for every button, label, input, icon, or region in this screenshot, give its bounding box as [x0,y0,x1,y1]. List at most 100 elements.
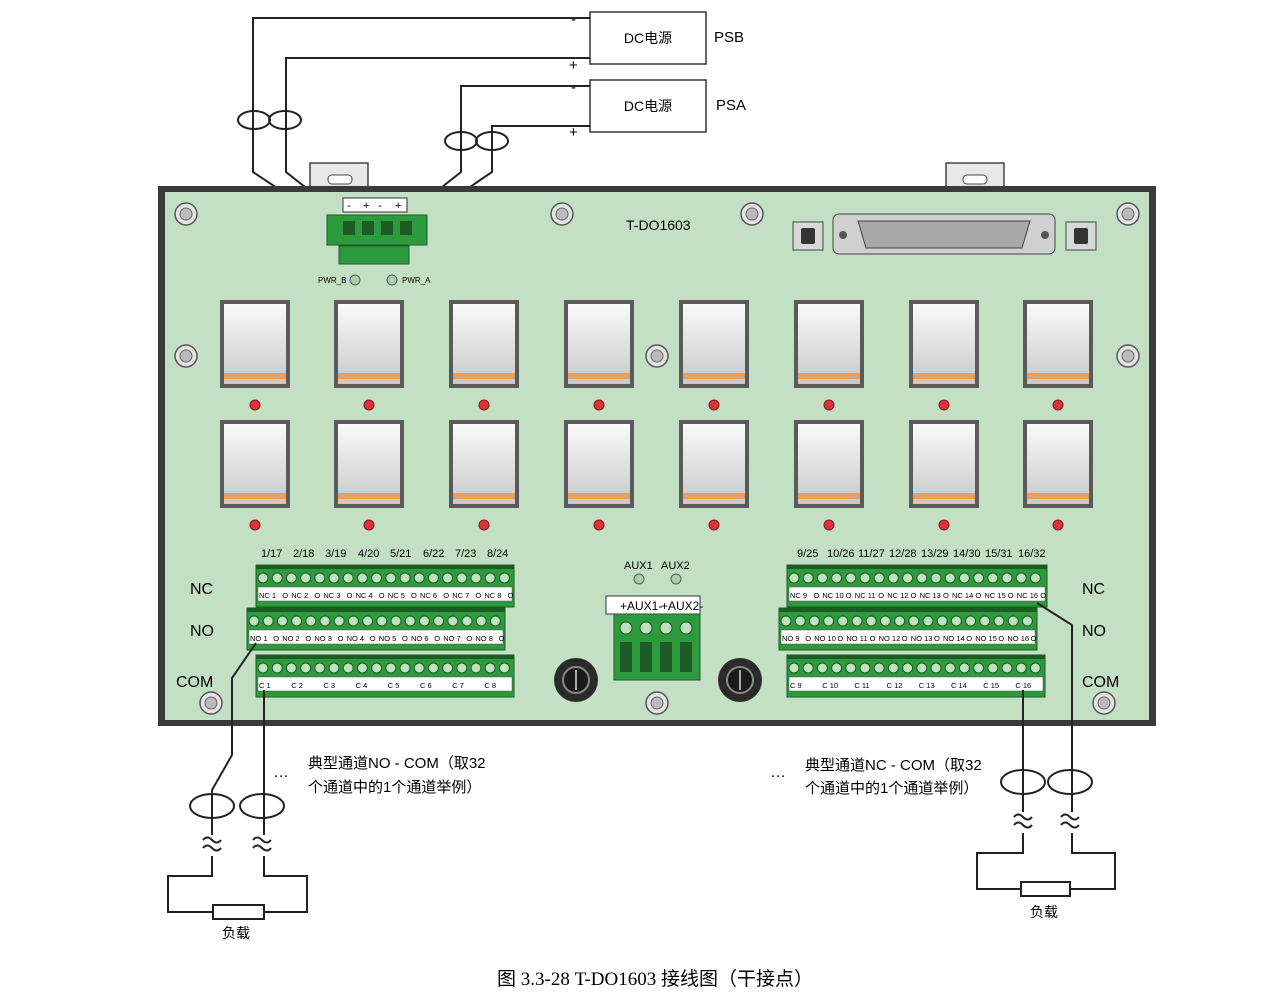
com-row-label-right: COM [1082,674,1119,691]
no-row-label-left: NO [190,623,214,640]
terminal-pin: O [282,591,288,600]
relay [220,300,290,388]
terminal-pin: O [370,634,376,643]
model-label: T-DO1603 [626,217,691,233]
terminal-label: C 4 [356,681,368,690]
terminal-label: NC 5 [388,591,405,600]
terminal-pin: O [508,591,514,600]
terminal-pin: O [943,591,949,600]
terminal-pin: O [379,591,385,600]
aux2-label: AUX2 [661,560,690,572]
channel-label: 5/21 [390,548,411,560]
supply-name: PSB [714,29,744,46]
channel-label: 15/31 [985,548,1013,560]
plus-sign: + [569,124,578,141]
right-load-wiring [976,602,1116,897]
terminal-label: C 1 [259,681,271,690]
nc-row-label-right: NC [1082,581,1105,598]
screw-icon [199,691,223,715]
no-row-label-right: NO [1082,623,1106,640]
status-led [938,399,950,411]
terminal-label: C 12 [887,681,903,690]
terminal-label: NC 6 [420,591,437,600]
screw-icon [645,691,669,715]
terminal-label: NO 4 [347,634,365,643]
status-led [478,519,490,531]
terminal-pin: O [805,634,811,643]
terminal-pin: O [499,634,505,643]
terminal-pin: O [911,591,917,600]
terminal-label: NC 4 [356,591,373,600]
terminal-label: NO 3 [314,634,332,643]
relay [449,420,519,508]
aux1-led [633,573,645,585]
status-led [363,519,375,531]
terminal-label: NC 2 [291,591,308,600]
relay [909,420,979,508]
terminal-pin: O [846,591,852,600]
terminal-label: NO 2 [282,634,300,643]
screw-icon [550,202,574,226]
terminal-label: NC 15 [984,591,1005,600]
power-terminal-label: + [363,200,369,212]
terminal-label: NO 9 [782,634,800,643]
terminal-label: C 13 [919,681,935,690]
pwr-a-label: PWR_A [402,276,431,285]
terminal-pin: O [1040,591,1046,600]
terminal-pin: O [475,591,481,600]
terminal-label: NO 8 [475,634,493,643]
terminal-label: C 10 [822,681,838,690]
power-terminal-label: - [378,200,382,212]
aux-terminal-label: +AUX2- [661,599,703,613]
relay [220,420,290,508]
terminal-pin: O [443,591,449,600]
status-led [249,519,261,531]
terminal-pin: O [347,591,353,600]
terminal-label: C 7 [452,681,464,690]
ellipsis-left: … [273,764,289,781]
load-label-left: 负载 [222,925,250,941]
figure-caption: 图 3.3-28 T-DO1603 接线图（干接点） [497,968,813,990]
terminal-label: C 11 [854,681,869,690]
channel-label: 12/28 [889,548,917,560]
channel-label: 1/17 [261,548,282,560]
terminal-pin: O [837,634,843,643]
relay [334,420,404,508]
aux-area: AUX1 AUX2 +AUX1- +AUX2- [605,560,703,681]
power-connector: - + - + [326,197,428,265]
com-row-label-left: COM [176,674,213,691]
rotary-knob [554,658,598,702]
terminal-label: NC 11 [855,591,876,600]
terminal-label: C 9 [790,681,802,690]
terminal-label: NO 1 [250,634,268,643]
terminal-label: NC 14 [952,591,973,600]
status-led [823,399,835,411]
terminal-label: NO 6 [411,634,429,643]
status-led [478,399,490,411]
terminal-label: NO 15 [975,634,997,643]
terminal-label: NO 13 [911,634,933,643]
terminal-pin: O [902,634,908,643]
terminal-pin: O [434,634,440,643]
terminal-label: C 15 [983,681,999,690]
terminal-label: NO 11 [846,634,867,643]
terminal-pin: O [466,634,472,643]
note-left-line1: 典型通道NO - COM（取32 [308,755,486,772]
relay [1023,420,1093,508]
terminal-label: C 2 [291,681,303,690]
status-led [823,519,835,531]
terminal-pin: O [1008,591,1014,600]
status-led [249,399,261,411]
status-led [708,399,720,411]
relay [334,300,404,388]
aux-terminal-label: +AUX1- [620,599,662,613]
terminal-label: NC 9 [790,591,807,600]
terminal-label: NO 12 [879,634,901,643]
minus-sign: - [571,79,576,96]
pwr-b-label: PWR_B [318,276,346,285]
dc-supply-label: DC电源 [624,98,672,114]
terminal-pin: O [314,591,320,600]
ferrite-rings [237,110,509,151]
terminal-pin: O [1031,634,1037,643]
